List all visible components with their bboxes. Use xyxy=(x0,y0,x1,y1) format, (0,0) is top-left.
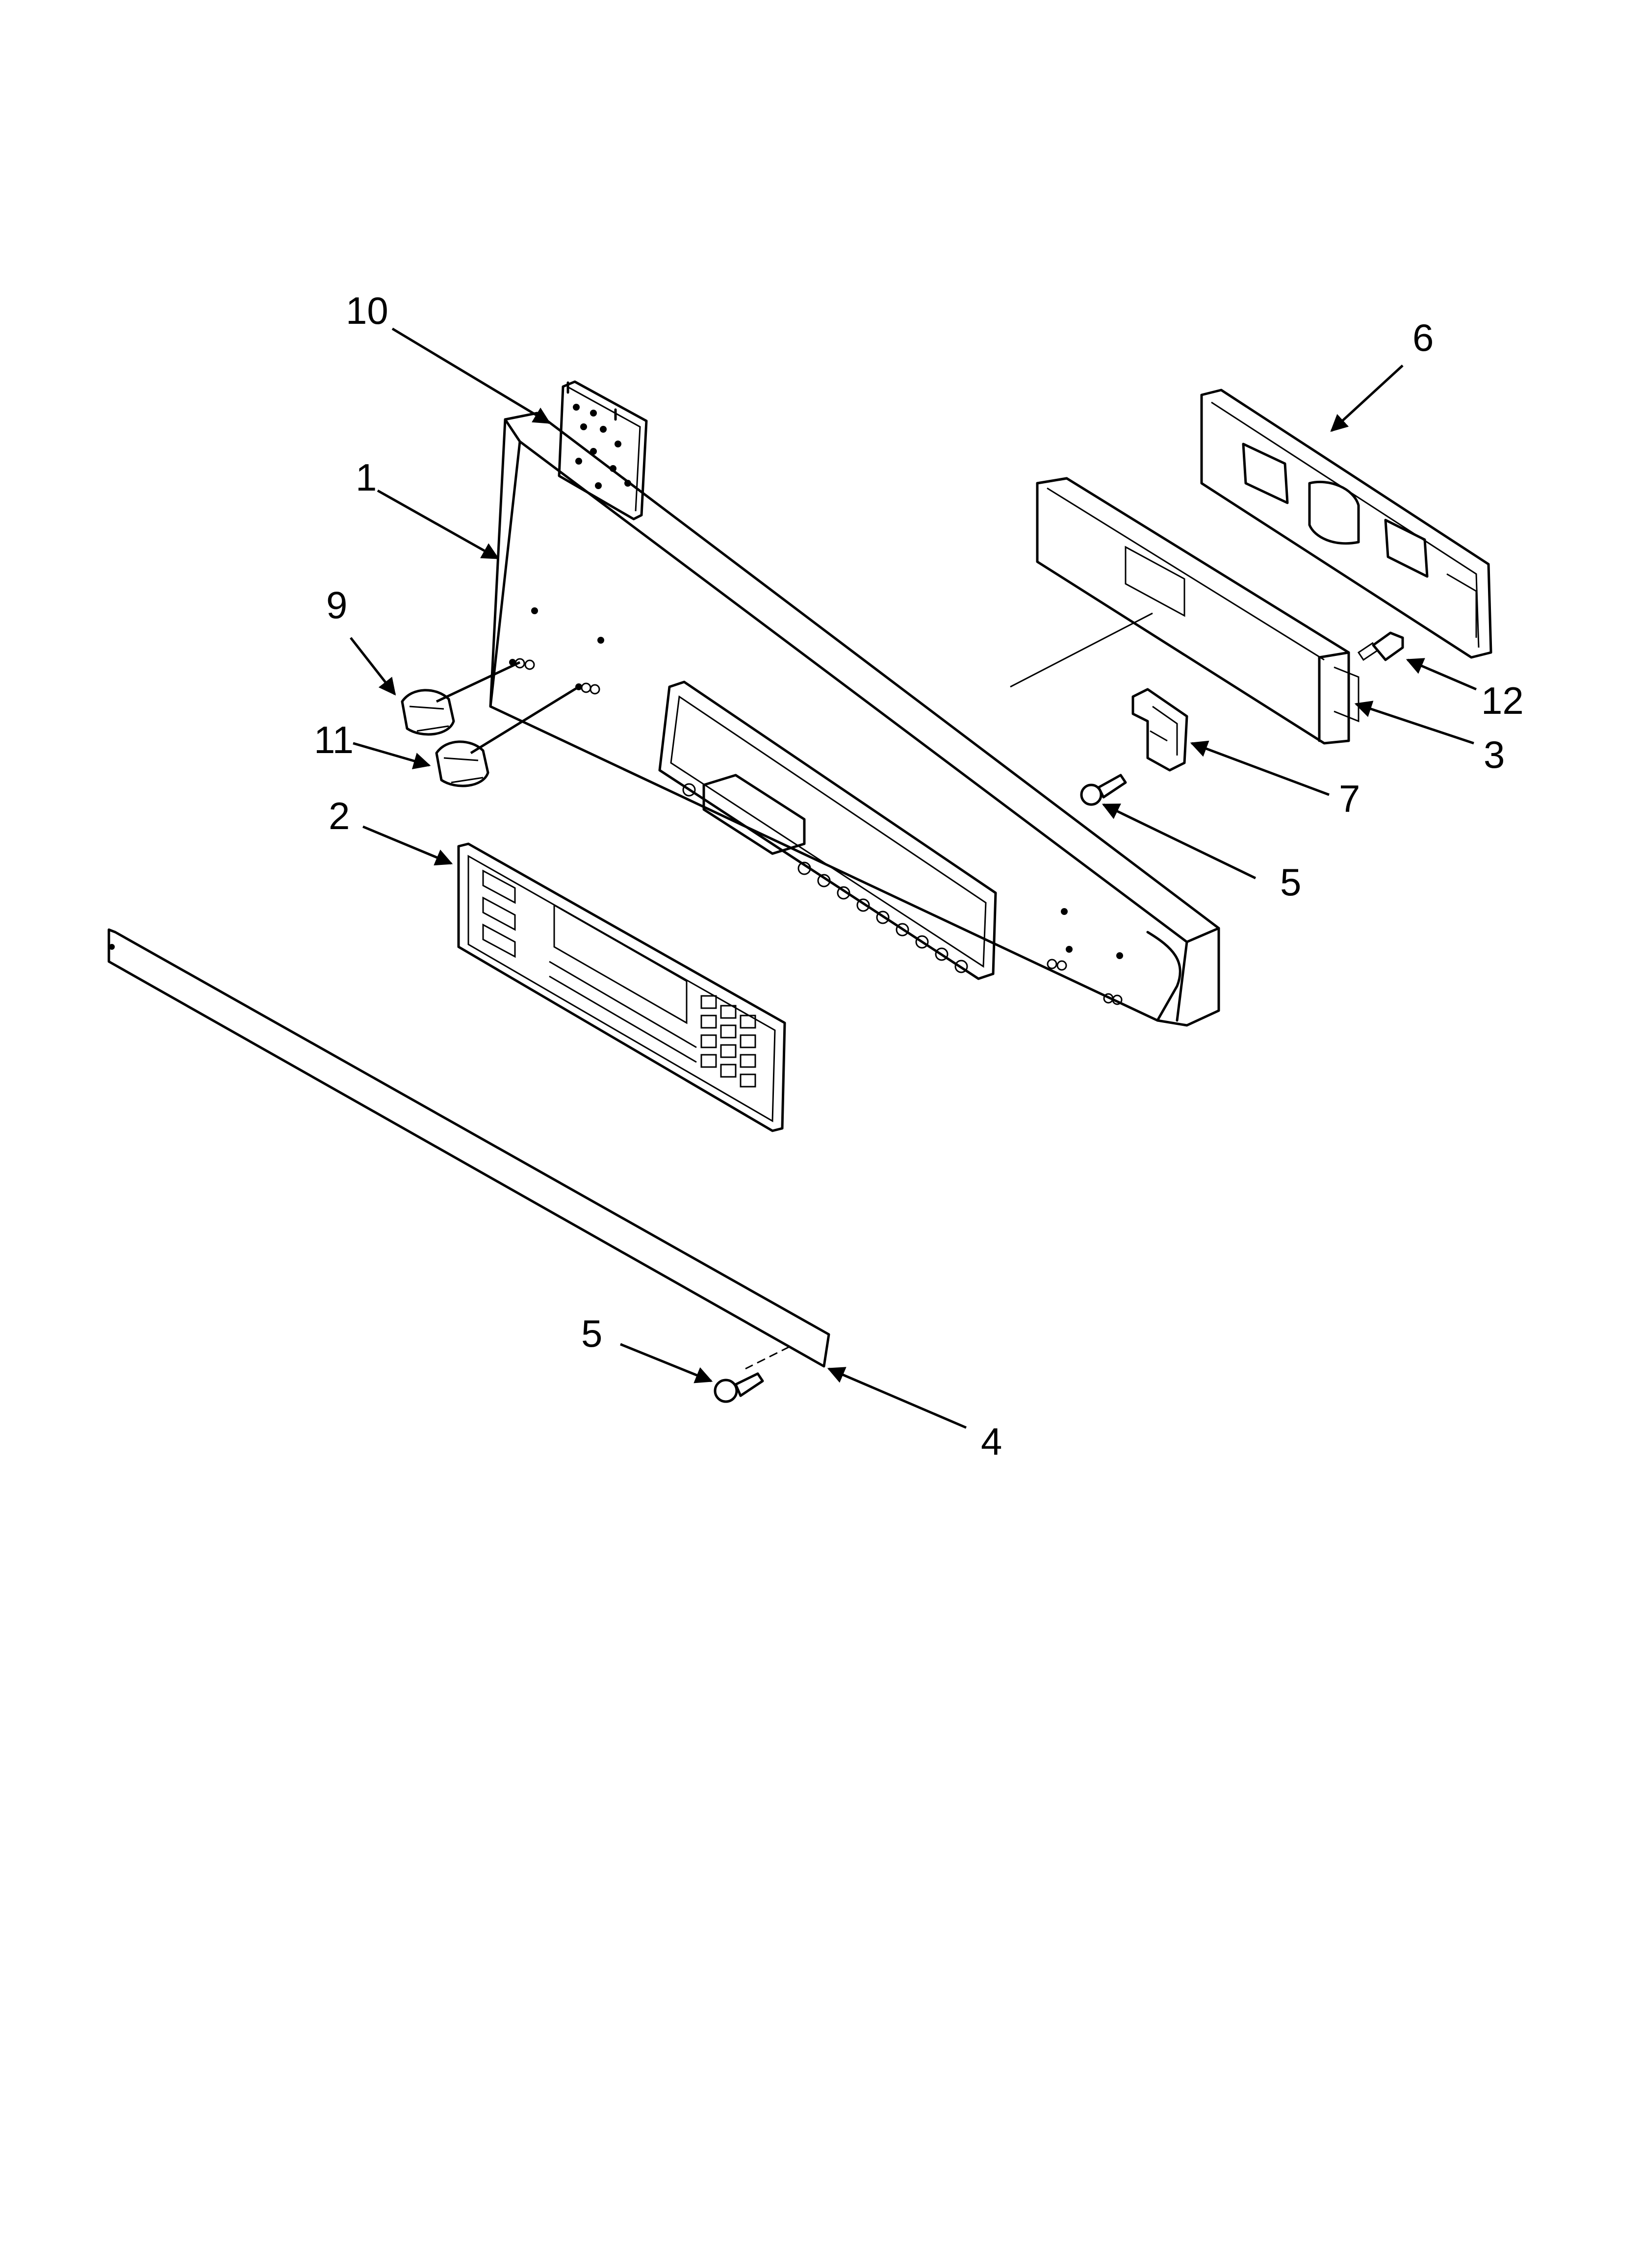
part-12-screw xyxy=(1357,631,1404,661)
part-4-trim-strip xyxy=(107,928,830,1370)
callout-6: 6 xyxy=(1412,316,1434,359)
callout-7: 7 xyxy=(1339,777,1360,820)
callout-3: 3 xyxy=(1484,733,1505,776)
callout-10: 10 xyxy=(346,289,388,332)
part-9-knob xyxy=(401,661,521,736)
callout-12: 12 xyxy=(1481,679,1524,722)
part-2-overlay xyxy=(457,842,786,1132)
part-11-knob xyxy=(435,685,580,787)
part-7-bracket xyxy=(1131,688,1188,772)
part-1-control-panel xyxy=(489,412,1220,1027)
leader-lines xyxy=(350,327,1477,1429)
part-5-screw-lower xyxy=(714,1372,764,1403)
callout-5-lower: 5 xyxy=(581,1312,602,1355)
part-10-board xyxy=(558,380,648,521)
part-5-screw-upper xyxy=(1080,774,1127,806)
callout-labels: 10 6 1 9 11 12 3 7 2 5 5 4 xyxy=(314,289,1524,1463)
callout-9: 9 xyxy=(326,583,347,626)
callout-1: 1 xyxy=(356,456,377,499)
part-3-control-box xyxy=(1036,477,1360,745)
callout-2: 2 xyxy=(329,794,350,837)
callout-11: 11 xyxy=(314,718,354,761)
part-6-rear-bracket xyxy=(1200,389,1492,659)
callout-5-upper: 5 xyxy=(1280,860,1301,904)
callout-4: 4 xyxy=(981,1420,1002,1463)
